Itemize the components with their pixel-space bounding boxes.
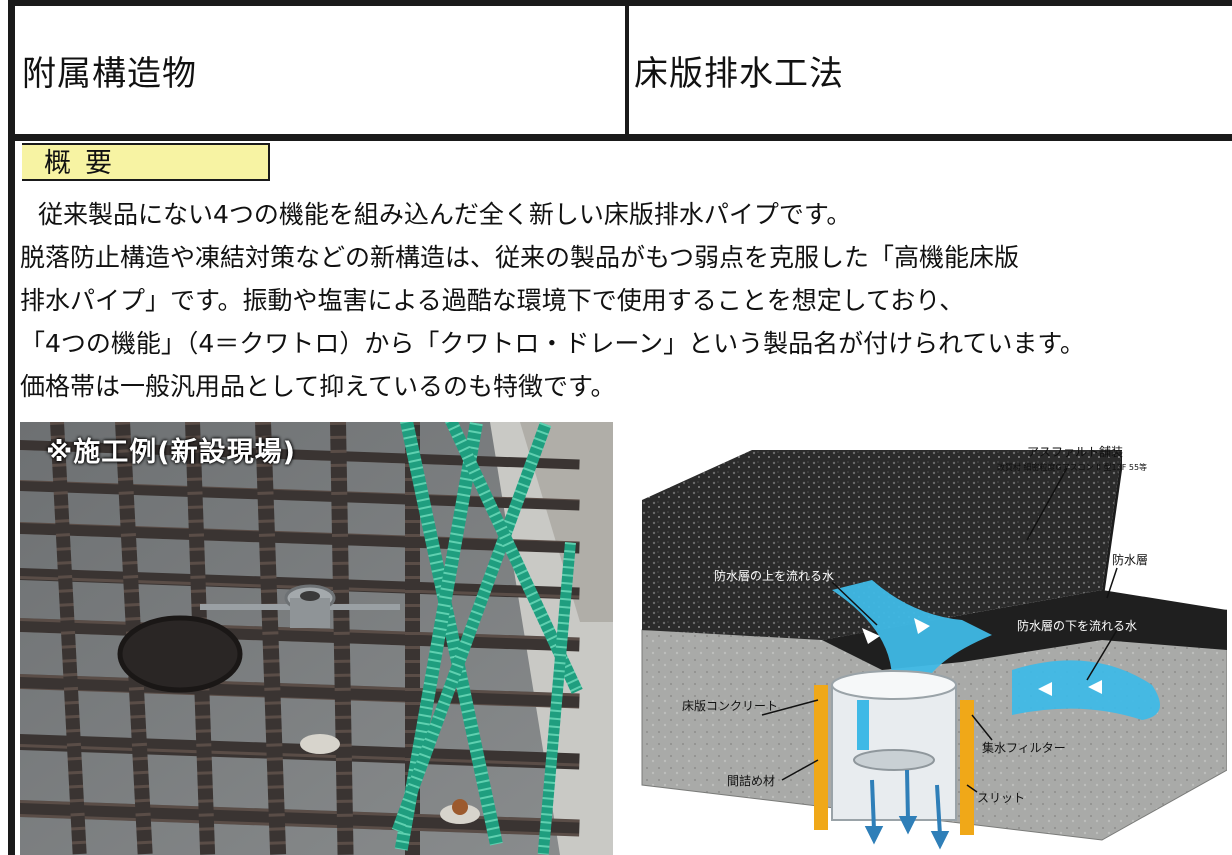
header-divider <box>625 6 629 134</box>
water-above-path <box>832 580 992 690</box>
description-line: 脱落防止構造や凍結対策などの新構造は、従来の製品がもつ弱点を克服した「高機能床版 <box>20 243 1020 272</box>
label-asphalt-spec: 改質材 細密粒度Gアスコン II 型13F 55等 <box>997 462 1147 472</box>
drain-cross-section-diagram: アスファルト舗装 改質材 細密粒度Gアスコン II 型13F 55等 防水層 防… <box>641 445 1227 850</box>
description-line: 価格帯は一般汎用品として抑えているのも特徴です。 <box>20 372 616 401</box>
label-filler: 間詰め材 <box>727 773 775 788</box>
label-filter: 集水フィルター <box>982 740 1066 755</box>
description-text: 従来製品にない4つの機能を組み込んだ全く新しい床版排水パイプです。 脱落防止構造… <box>20 193 1220 408</box>
label-slit: スリット <box>977 791 1025 805</box>
frame-top-border <box>12 0 1232 6</box>
header-category: 附属構造物 <box>22 6 622 134</box>
header-bottom-border <box>12 134 1232 141</box>
water-flow-arrows <box>862 618 1102 696</box>
section-title-badge: 概要 <box>22 143 270 181</box>
rebar-photo-illustration <box>20 422 613 855</box>
label-water-above: 防水層の上を流れる水 <box>714 568 834 583</box>
category-label: 附属構造物 <box>22 53 197 94</box>
construction-example-photo: ※施工例(新設現場) <box>20 422 613 855</box>
frame-left-border <box>8 0 15 855</box>
label-asphalt: アスファルト舗装 <box>1027 445 1123 459</box>
description-line: 「4つの機能」（4＝クワトロ）から「クワトロ・ドレーン」という製品名が付けられて… <box>20 329 1085 358</box>
header-method: 床版排水工法 <box>634 6 1224 134</box>
label-water-below: 防水層の下を流れる水 <box>1017 618 1137 633</box>
description-line: 従来製品にない4つの機能を組み込んだ全く新しい床版排水パイプです。 <box>38 200 852 229</box>
drain-pipe-top <box>831 670 957 700</box>
water-below-path <box>1012 660 1160 720</box>
label-waterproof-layer: 防水層 <box>1112 552 1148 567</box>
method-label: 床版排水工法 <box>634 53 844 94</box>
label-slab-concrete: 床版コンクリート <box>682 699 778 713</box>
filler-right <box>960 700 974 835</box>
description-line: 排水パイプ」です。振動や塩害による過酷な環境下で使用することを想定しており、 <box>20 286 965 315</box>
asphalt-block <box>642 450 1122 640</box>
filler-left <box>814 685 828 830</box>
photo-caption: ※施工例(新設現場) <box>46 437 296 468</box>
flow-arrows <box>864 769 950 850</box>
